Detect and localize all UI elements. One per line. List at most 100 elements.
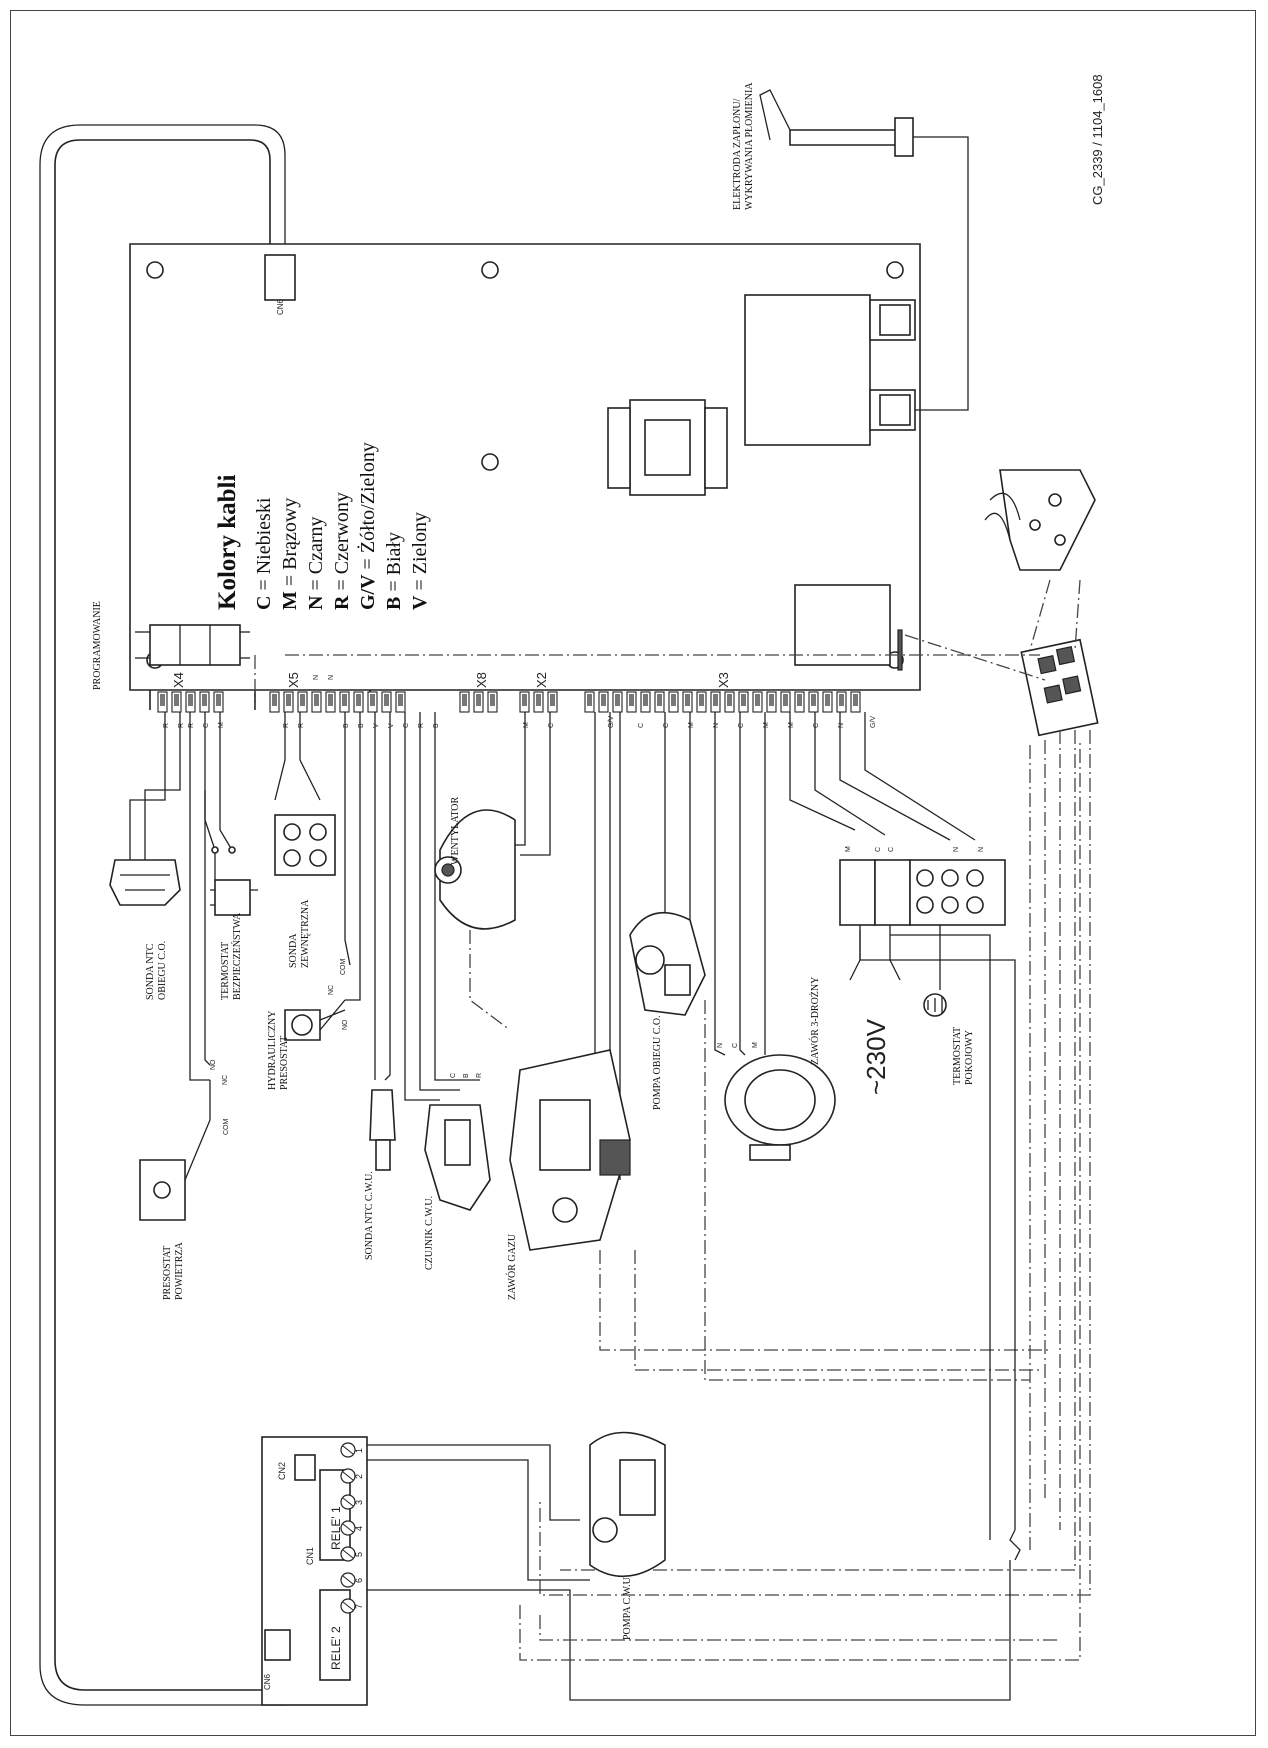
label-nc-1: NC xyxy=(222,1075,229,1085)
wire-code: B xyxy=(433,723,440,728)
wire-code: R xyxy=(188,723,195,728)
drawing-code: CG_2339 / 1104_1608 xyxy=(1090,74,1105,205)
hydraulic-pressure-switch xyxy=(284,999,346,1041)
label-rele2: RELE' 2 xyxy=(329,1626,343,1670)
wire-code: R xyxy=(283,723,290,728)
label-no-1: NO xyxy=(210,1059,217,1070)
pin-contact xyxy=(615,694,620,706)
pin-contact xyxy=(384,694,389,706)
terminal-screw xyxy=(342,1445,354,1455)
terminal-number: 1 xyxy=(354,1448,364,1453)
pin-contact xyxy=(601,694,606,706)
ignition-module xyxy=(744,294,871,446)
pin-contact xyxy=(657,694,662,706)
label-com-1: COM xyxy=(223,1119,230,1136)
wire-code: N xyxy=(838,723,845,728)
heating-pump xyxy=(629,911,706,1016)
pin-contact xyxy=(342,694,347,706)
pin-contact xyxy=(741,694,746,706)
fan xyxy=(434,809,516,930)
pin-contact xyxy=(853,694,858,706)
wire-code: M xyxy=(763,722,770,728)
label-programowanie: PROGRAMOWANIE xyxy=(92,601,103,690)
earth-symbol xyxy=(923,993,947,1017)
label-zawor-gazu: ZAWÓR GAZU xyxy=(506,1233,518,1300)
label-termostat-1: TERMOSTAT xyxy=(220,942,231,1000)
label-pompa-cwu: POMPA C.W.U. xyxy=(622,1575,633,1640)
legend-entry: M = Brązowy xyxy=(279,498,301,610)
label-czujnik-cwu: CZUJNIK C.W.U. xyxy=(424,1196,435,1270)
label-electrode-1: ELEKTRODA ZAPŁONU/ xyxy=(732,98,743,210)
connector-row xyxy=(157,691,861,713)
wire-code: R xyxy=(418,723,425,728)
pin-contact xyxy=(328,694,333,706)
legend-entry: B = Biały xyxy=(383,532,405,610)
label-com-2: COM xyxy=(340,959,347,976)
label-sonda-zew-2: ZEWNĘTRZNA xyxy=(300,899,311,968)
label-sonda-cwu: SONDA NTC C.W.U. xyxy=(364,1171,375,1260)
pin-contact xyxy=(629,694,634,706)
pin-contact xyxy=(685,694,690,706)
pin-contact xyxy=(300,694,305,706)
label-x5: X5 xyxy=(286,672,301,688)
pin-contact xyxy=(550,694,555,706)
terminal-screw xyxy=(342,1549,354,1559)
legend-entry: V = Zielony xyxy=(409,512,431,610)
label-x8: X8 xyxy=(474,672,489,688)
label-presostat-pow-1: PRESOSTAT xyxy=(162,1246,173,1300)
terminal-number: 6 xyxy=(354,1578,364,1583)
pin-contact xyxy=(286,694,291,706)
wire-code: V xyxy=(388,723,395,728)
legend-entry: C = Niebieski xyxy=(253,497,275,610)
ntc-dhw-sensor xyxy=(369,1089,396,1171)
pin-contact xyxy=(216,694,221,706)
safety-thermostat xyxy=(210,879,258,916)
wire-code: B xyxy=(463,1073,470,1078)
label-zawor-3d: ZAWÓR 3-DROŻNY xyxy=(809,977,821,1065)
label-wentylator: WENTYLATOR xyxy=(450,797,461,865)
label-230v: ~230V xyxy=(861,1018,891,1095)
three-way-valve xyxy=(724,1054,836,1161)
pin-contact xyxy=(490,694,495,706)
wire-code: V xyxy=(373,723,380,728)
ntc-co-sensor xyxy=(109,859,181,906)
label-termostat-pok-2: POKOJOWY xyxy=(964,1030,975,1085)
label-cn6-relay: CN6 xyxy=(263,1673,272,1690)
terminal-number: 7 xyxy=(354,1604,364,1609)
wire-code: B xyxy=(358,723,365,728)
wire-code: C xyxy=(450,1073,457,1078)
pin-contact xyxy=(370,694,375,706)
wire-code: G/V xyxy=(870,716,877,728)
pin-contact xyxy=(727,694,732,706)
pin-contact xyxy=(769,694,774,706)
label-rele1: RELE' 1 xyxy=(329,1506,343,1550)
label-sonda-co-1: SONDA NTC xyxy=(145,943,156,1000)
label-sonda-zew-1: SONDA xyxy=(288,933,299,968)
wire-code: M xyxy=(845,846,852,852)
pin-contact xyxy=(356,694,361,706)
legend-entry: N = Czarny xyxy=(305,517,327,611)
wire-code: R xyxy=(476,1073,483,1078)
pin-contact xyxy=(671,694,676,706)
terminal-screw xyxy=(342,1575,354,1585)
wire-code: C xyxy=(403,723,410,728)
mount-hole xyxy=(886,261,904,279)
pin-contact xyxy=(839,694,844,706)
drawing-frame xyxy=(10,10,1256,1736)
terminal-number: 4 xyxy=(354,1526,364,1531)
wire-code: N xyxy=(978,847,985,852)
wire-code: N xyxy=(713,723,720,728)
wire-code: C xyxy=(875,847,882,852)
wire-code: R xyxy=(163,723,170,728)
pin-contact xyxy=(202,694,207,706)
terminal-number: 5 xyxy=(354,1552,364,1557)
wire-code: C xyxy=(738,723,745,728)
wire-code: C xyxy=(548,723,555,728)
terminal-number: 3 xyxy=(354,1500,364,1505)
label-presostat-hydr-1: HYDRAULICZNY xyxy=(267,1011,278,1090)
pin-contact xyxy=(522,694,527,706)
label-presostat-hydr-2: PRESOSTAT xyxy=(279,1036,290,1090)
terminal-screw xyxy=(342,1471,354,1481)
